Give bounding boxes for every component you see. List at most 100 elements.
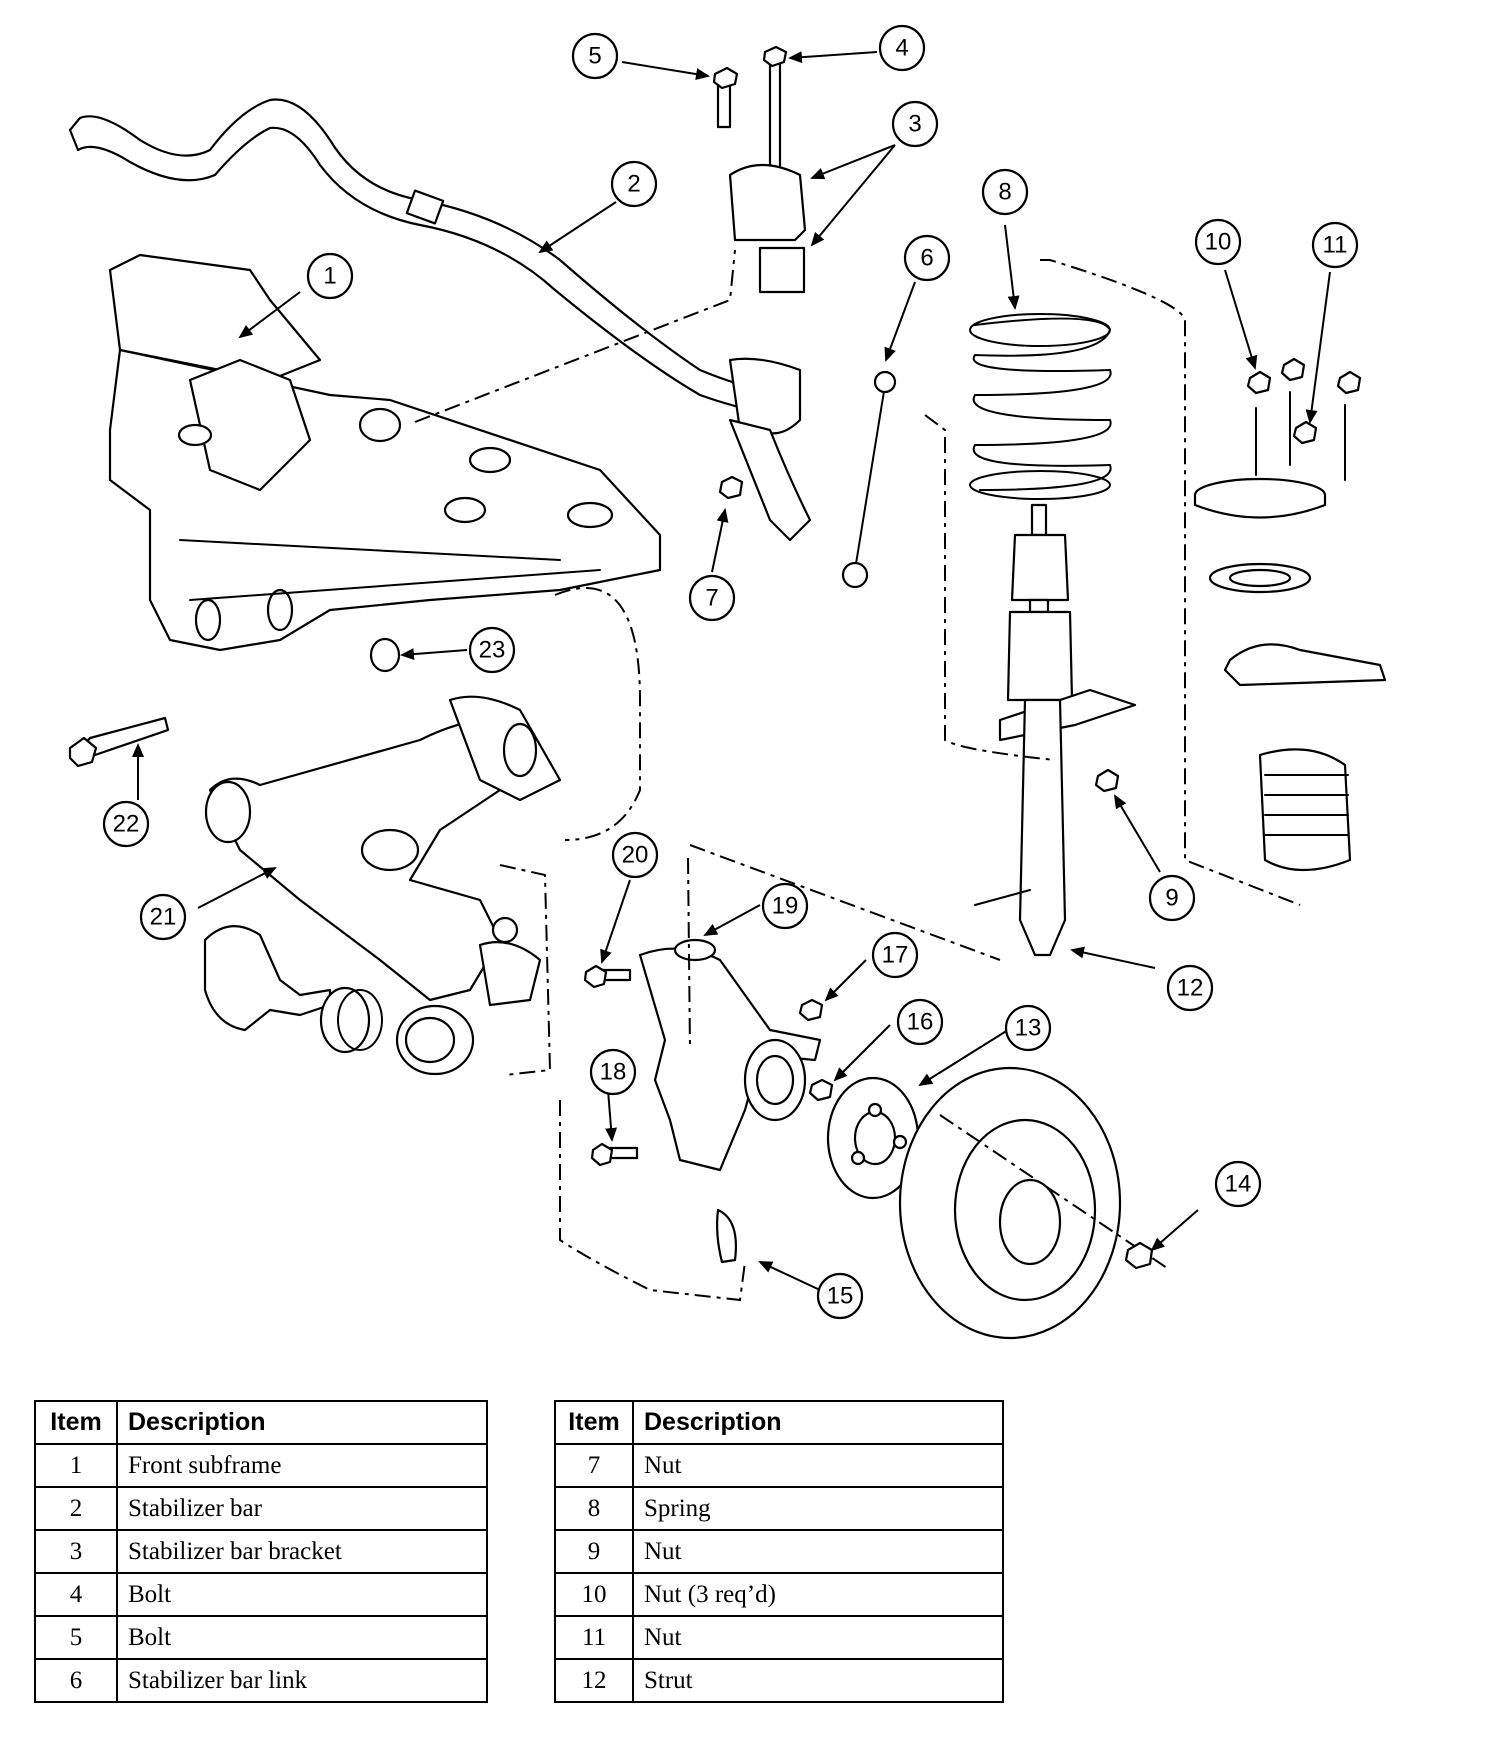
callout-2: 2 xyxy=(610,160,658,208)
svg-text:5: 5 xyxy=(588,43,601,70)
lower-control-arm xyxy=(204,695,562,1007)
svg-text:4: 4 xyxy=(895,35,908,62)
dash-line xyxy=(1040,259,1301,906)
item-description: Stabilizer bar link xyxy=(116,1658,488,1703)
callout-15: 15 xyxy=(816,1272,864,1320)
callout-12: 12 xyxy=(1166,964,1214,1012)
svg-text:20: 20 xyxy=(622,842,649,869)
bracket-3 xyxy=(728,164,807,294)
stabilizer-bar-link xyxy=(841,370,897,589)
item-number: 9 xyxy=(554,1529,634,1574)
item-description: Front subframe xyxy=(116,1443,488,1488)
item-description: Nut xyxy=(632,1529,1004,1574)
svg-text:9: 9 xyxy=(1165,885,1178,912)
svg-text:12: 12 xyxy=(1177,975,1204,1002)
item-number: 12 xyxy=(554,1658,634,1703)
svg-text:6: 6 xyxy=(920,245,933,272)
item-number: 8 xyxy=(554,1486,634,1531)
item-number: 11 xyxy=(554,1615,634,1660)
dash-line xyxy=(554,587,641,841)
dash-line xyxy=(499,864,552,1076)
snap-ring xyxy=(337,989,383,1051)
bolt-22 xyxy=(68,716,170,768)
item-number: 10 xyxy=(554,1572,634,1617)
header-description: Description xyxy=(116,1400,488,1445)
callout-6: 6 xyxy=(903,234,951,282)
svg-text:3: 3 xyxy=(908,111,921,138)
svg-text:22: 22 xyxy=(113,811,140,838)
svg-text:18: 18 xyxy=(600,1059,627,1086)
item-number: 2 xyxy=(34,1486,118,1531)
callout-3: 3 xyxy=(891,100,939,148)
callout-13: 13 xyxy=(1004,1004,1052,1052)
callout-21: 21 xyxy=(139,893,187,941)
svg-text:21: 21 xyxy=(150,904,177,931)
header-item: Item xyxy=(34,1400,118,1445)
item-description: Spring xyxy=(632,1486,1004,1531)
bolt-20 xyxy=(583,964,632,989)
header-description: Description xyxy=(632,1400,1004,1445)
callout-18: 18 xyxy=(589,1048,637,1096)
callout-5: 5 xyxy=(571,32,619,80)
callout-4: 4 xyxy=(878,24,926,72)
svg-text:8: 8 xyxy=(998,179,1011,206)
callout-14: 14 xyxy=(1214,1160,1262,1208)
front-subframe xyxy=(108,253,662,652)
fastener-bolt-4 xyxy=(762,45,788,174)
nuts-10-11 xyxy=(1246,357,1362,445)
steering-knuckle xyxy=(638,938,822,1172)
svg-text:1: 1 xyxy=(323,263,336,290)
item-description: Nut xyxy=(632,1443,1004,1488)
strut xyxy=(974,503,1137,957)
callout-7: 7 xyxy=(688,574,736,622)
callout-16: 16 xyxy=(896,998,944,1046)
item-description: Nut xyxy=(632,1615,1004,1660)
suspension-exploded-diagram: 1 2 3 4 5 6 7 8 9 10 11 12 13 14 15 16 1… xyxy=(68,24,1387,1340)
svg-text:7: 7 xyxy=(705,585,718,612)
item-description: Stabilizer bar xyxy=(116,1486,488,1531)
header-item: Item xyxy=(554,1400,634,1445)
dash-line xyxy=(939,1114,1171,1271)
svg-text:15: 15 xyxy=(827,1283,854,1310)
fastener-bolt-5 xyxy=(712,66,739,129)
nut-7 xyxy=(718,475,744,500)
nut-16 xyxy=(808,1078,834,1102)
svg-text:2: 2 xyxy=(627,171,640,198)
callout-22: 22 xyxy=(102,800,150,848)
item-number: 1 xyxy=(34,1443,118,1488)
callout-17: 17 xyxy=(871,931,919,979)
nut-14 xyxy=(1124,1241,1154,1270)
item-description: Bolt xyxy=(116,1615,488,1660)
item-number: 7 xyxy=(554,1443,634,1488)
svg-text:19: 19 xyxy=(772,893,799,920)
svg-text:17: 17 xyxy=(882,942,909,969)
svg-text:23: 23 xyxy=(479,637,506,664)
svg-text:13: 13 xyxy=(1015,1015,1042,1042)
axle-cv-joint xyxy=(203,925,475,1076)
brake-rotor xyxy=(898,1066,1122,1340)
strut-mount-stack xyxy=(1193,391,1387,872)
callout-23: 23 xyxy=(468,626,516,674)
dash-line xyxy=(687,857,691,1051)
svg-text:10: 10 xyxy=(1205,229,1232,256)
bolt-18 xyxy=(590,1142,639,1167)
callout-19: 19 xyxy=(761,882,809,930)
svg-text:14: 14 xyxy=(1225,1171,1252,1198)
table-header-row: Item Description xyxy=(34,1400,488,1445)
item-number: 5 xyxy=(34,1615,118,1660)
callout-10: 10 xyxy=(1194,218,1242,266)
callout-11: 11 xyxy=(1311,221,1359,269)
bushing-23 xyxy=(369,637,401,673)
item-number: 6 xyxy=(34,1658,118,1703)
